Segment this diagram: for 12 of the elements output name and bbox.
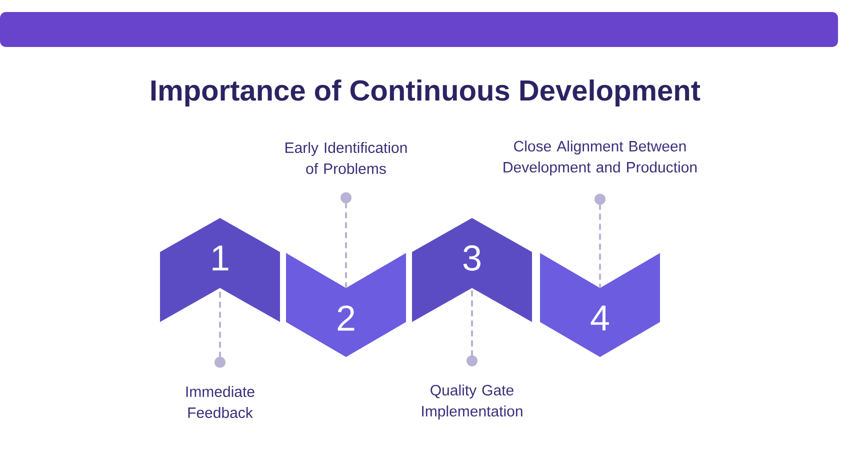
chevron-step: 4 — [540, 253, 660, 357]
leader-line — [466, 288, 478, 366]
leader-line — [594, 194, 606, 288]
step-label: Immediate Feedback — [186, 386, 254, 418]
leader-line — [340, 192, 352, 288]
step-label: Early Identification of Problems — [286, 142, 407, 174]
chevron-step: 2 — [286, 253, 406, 357]
chevron-step: 1 — [160, 218, 280, 322]
chevron-step: 3 — [412, 218, 532, 322]
step-label: Quality Gate Implementation — [422, 384, 522, 420]
step-label: Close Alignment Between Development and Production — [504, 140, 697, 176]
title: Importance of Continuous Development — [151, 79, 700, 107]
